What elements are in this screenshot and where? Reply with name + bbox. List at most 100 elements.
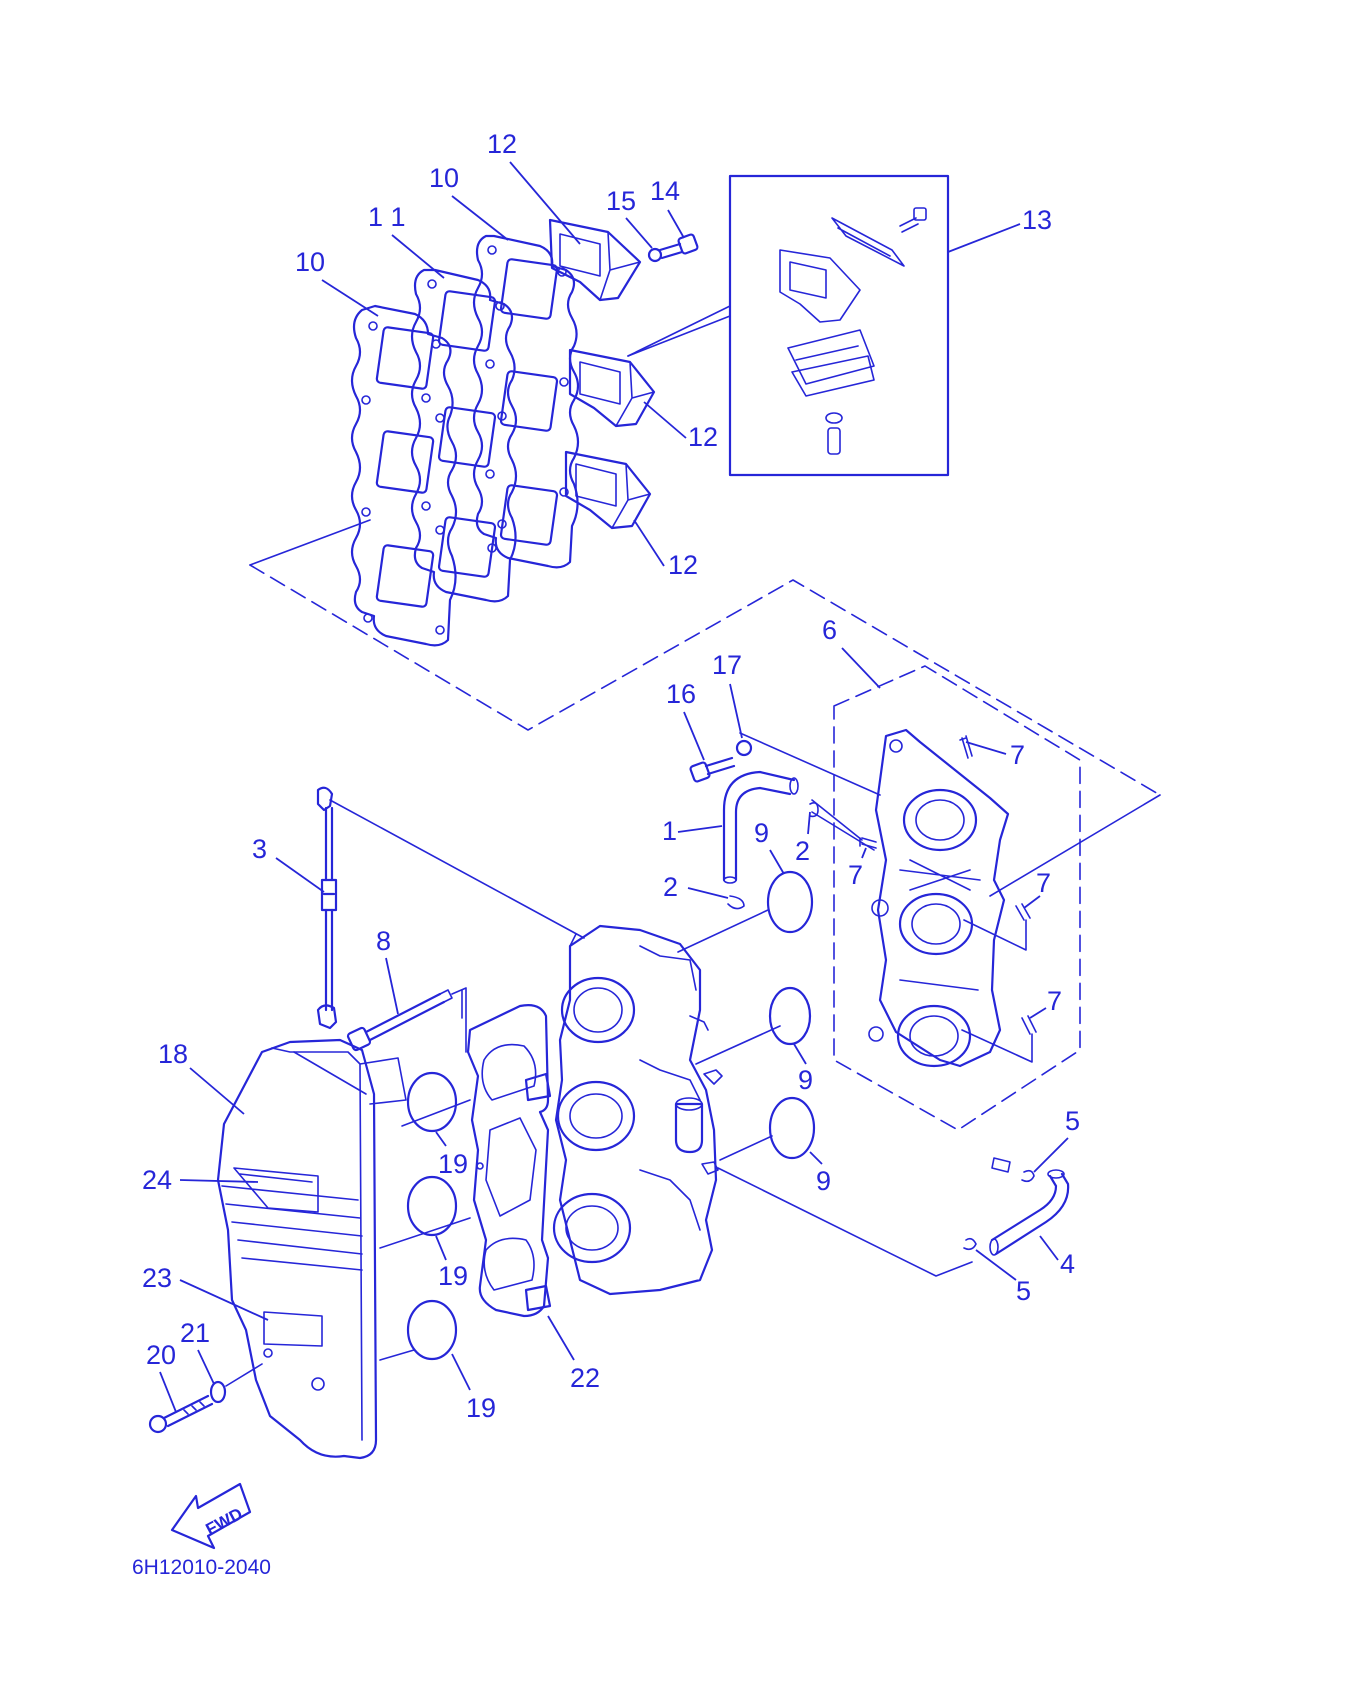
bolt-16 xyxy=(689,756,736,783)
callout-19-bottom: 19 xyxy=(451,1353,496,1423)
callout-label: 13 xyxy=(1022,205,1052,235)
callout-10-upper: 10 xyxy=(429,163,509,241)
o-ring-19-bottom xyxy=(406,1299,458,1361)
callout-7-left: 7 xyxy=(848,847,867,890)
callout-7-top: 7 xyxy=(965,740,1025,770)
callout-label: 18 xyxy=(158,1039,188,1069)
clip-5-lower xyxy=(963,1237,977,1251)
callout-14: 14 xyxy=(650,176,685,239)
callout-7-right: 7 xyxy=(1023,868,1051,909)
callout-label: 8 xyxy=(376,926,391,956)
callout-5-upper: 5 xyxy=(1033,1106,1080,1173)
callout-label: 1 1 xyxy=(368,202,406,232)
silencer-18 xyxy=(216,1038,407,1460)
o-ring-19-top xyxy=(406,1071,458,1133)
callout-20: 20 xyxy=(146,1340,177,1413)
gasket-9-top xyxy=(677,870,814,953)
detail-box-13 xyxy=(728,174,950,477)
callout-9-middle: 9 xyxy=(793,1043,813,1095)
o-ring-19-middle xyxy=(406,1175,458,1237)
callout-10-lower: 10 xyxy=(295,247,379,317)
manifold-face-leader xyxy=(739,732,1161,897)
callout-23: 23 xyxy=(142,1263,269,1321)
callout-label: 23 xyxy=(142,1263,172,1293)
callout-12-top: 12 xyxy=(487,129,581,245)
callout-4: 4 xyxy=(1039,1235,1075,1279)
callout-24: 24 xyxy=(142,1165,259,1195)
callout-label: 7 xyxy=(1010,740,1025,770)
diagram-code: 6H12010-2040 xyxy=(132,1556,271,1579)
screw-14 xyxy=(658,233,699,260)
callout-label: 7 xyxy=(1036,868,1051,898)
callout-label: 21 xyxy=(180,1318,210,1348)
callout-label: 2 xyxy=(663,872,678,902)
callout-label: 10 xyxy=(429,163,459,193)
lower-leader xyxy=(717,1167,973,1277)
gasket-10-front xyxy=(472,234,580,569)
callout-label: 6 xyxy=(822,615,837,645)
callout-label: 9 xyxy=(798,1065,813,1095)
reed-valve-12-middle xyxy=(568,348,656,428)
hose-1 xyxy=(722,770,799,884)
fwd-arrow: FWD xyxy=(170,1482,252,1550)
callout-15: 15 xyxy=(606,186,653,249)
callout-label: 7 xyxy=(848,860,863,890)
callout-16: 16 xyxy=(666,679,705,761)
callout-label: 5 xyxy=(1065,1106,1080,1136)
callout-21: 21 xyxy=(180,1318,215,1385)
callout-2-right: 2 xyxy=(795,811,811,866)
carburetor-assembly xyxy=(552,924,723,1296)
callout-8: 8 xyxy=(376,926,399,1015)
callout-22: 22 xyxy=(547,1315,600,1393)
hose-4 xyxy=(989,1169,1070,1256)
reed-valve-12-bottom xyxy=(564,450,652,530)
callout-label: 12 xyxy=(668,550,698,580)
callout-19-top: 19 xyxy=(435,1131,468,1179)
callout-label: 5 xyxy=(1016,1276,1031,1306)
callout-11: 1 1 xyxy=(368,202,445,279)
silencer-leaders xyxy=(379,989,471,1361)
gasket-9-middle xyxy=(695,986,812,1065)
top-assembly-leader xyxy=(249,305,1161,796)
callout-19-middle: 19 xyxy=(435,1235,468,1291)
screw-20 xyxy=(148,1394,214,1434)
callout-13: 13 xyxy=(947,205,1052,253)
washer-17 xyxy=(735,739,753,757)
callout-label: 19 xyxy=(466,1393,496,1423)
gasket-9-bottom xyxy=(719,1096,816,1161)
callout-label: 14 xyxy=(650,176,680,206)
nipple-7-lower xyxy=(961,1015,1037,1063)
callout-label: 22 xyxy=(570,1363,600,1393)
callout-2-left: 2 xyxy=(663,872,729,902)
callout-label: 16 xyxy=(666,679,696,709)
callout-label: 2 xyxy=(795,836,810,866)
callout-label: 4 xyxy=(1060,1249,1075,1279)
callout-label: 19 xyxy=(438,1149,468,1179)
callout-6: 6 xyxy=(822,615,881,689)
callout-3: 3 xyxy=(252,834,325,893)
gasket-22 xyxy=(466,1004,552,1318)
nipple-near-5 xyxy=(991,1157,1011,1173)
callout-1: 1 xyxy=(662,816,723,846)
washer-21 xyxy=(209,1380,227,1404)
callout-5-lower: 5 xyxy=(975,1249,1031,1306)
washer-15 xyxy=(647,247,663,263)
intake-manifold-6 xyxy=(868,728,1010,1068)
callout-label: 19 xyxy=(438,1261,468,1291)
callout-label: 12 xyxy=(487,129,517,159)
nipple-7-right xyxy=(963,903,1031,951)
reed-valve-12-top xyxy=(548,218,642,302)
callout-label: 9 xyxy=(816,1166,831,1196)
callout-9-top: 9 xyxy=(754,818,785,875)
callout-12-bottom: 12 xyxy=(633,519,698,580)
callout-12-middle: 12 xyxy=(643,401,718,452)
callout-18: 18 xyxy=(158,1039,245,1115)
gasket-10-rear xyxy=(350,304,458,647)
nipple-7-top xyxy=(959,735,973,759)
callout-9-bottom: 9 xyxy=(809,1151,831,1196)
clip-2-lower xyxy=(727,895,745,910)
callout-label: 10 xyxy=(295,247,325,277)
callout-label: 1 xyxy=(662,816,677,846)
callout-7-lower: 7 xyxy=(1029,986,1062,1019)
